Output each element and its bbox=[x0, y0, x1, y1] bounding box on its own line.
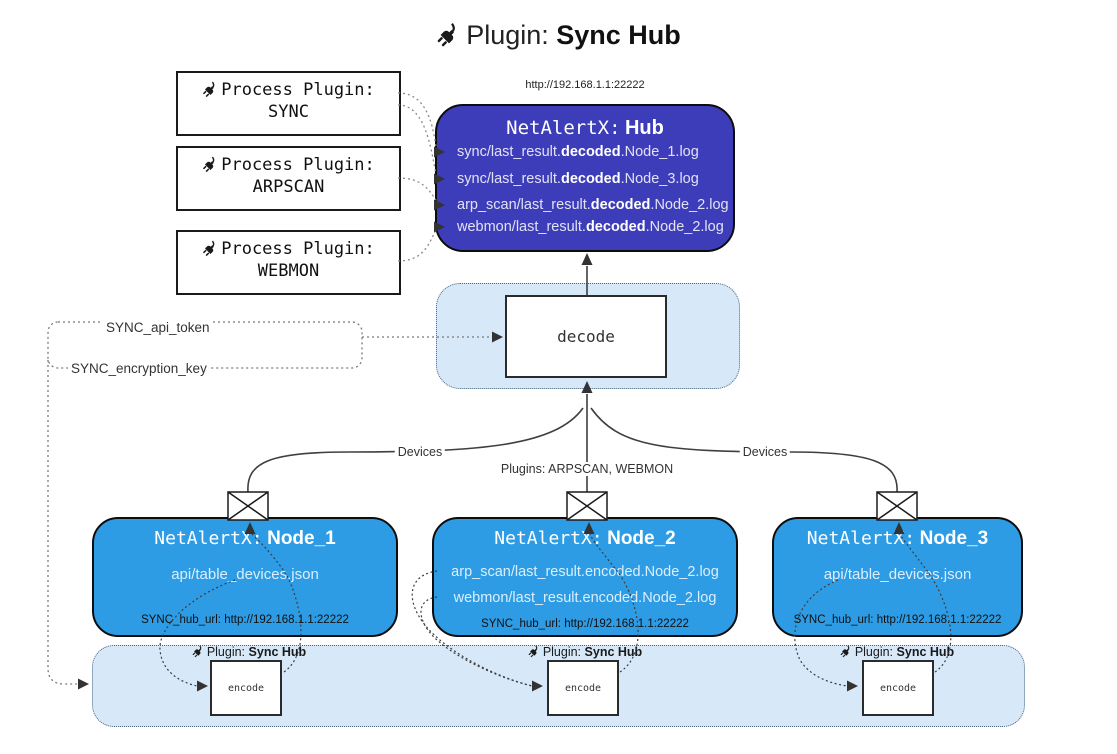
node-hub-url: SYNC_hub_url: http://192.168.1.1:22222 bbox=[141, 614, 349, 626]
process-plugin-label: Process Plugin: bbox=[221, 239, 375, 259]
process-plugin-label: Process Plugin: bbox=[221, 80, 375, 100]
node-3-box: NetAlertX: Node_3 api/table_devices.json… bbox=[772, 517, 1023, 637]
edge-label-devices-left: Devices bbox=[394, 445, 446, 459]
node-file: webmon/last_result.encoded.Node_2.log bbox=[453, 590, 717, 606]
hub-url: http://192.168.1.1:22222 bbox=[525, 79, 645, 91]
envelope-icon bbox=[227, 491, 269, 521]
decode-box: decode bbox=[505, 295, 667, 378]
node-title: NetAlertX: Node_3 bbox=[806, 528, 989, 549]
process-plugin-webmon: Process Plugin: WEBMON bbox=[176, 230, 401, 295]
hub-log-line: sync/last_result.decoded.Node_3.log bbox=[457, 171, 699, 187]
hub-log-line: webmon/last_result.decoded.Node_2.log bbox=[457, 219, 724, 235]
plug-icon bbox=[201, 240, 219, 258]
plug-icon bbox=[435, 22, 462, 50]
plug-icon bbox=[201, 156, 219, 174]
plugin-to-hub-edges bbox=[397, 92, 437, 262]
title-name: Sync Hub bbox=[556, 20, 681, 50]
edge-label-devices-right: Devices bbox=[739, 445, 791, 459]
node-title: NetAlertX: Node_1 bbox=[154, 528, 336, 549]
process-plugin-label: Process Plugin: bbox=[221, 155, 375, 175]
node-file: api/table_devices.json bbox=[171, 566, 319, 583]
plug-icon bbox=[527, 645, 541, 659]
envelope-icon bbox=[876, 491, 918, 521]
process-plugin-arpscan: Process Plugin: ARPSCAN bbox=[176, 146, 401, 211]
title-label: Plugin: bbox=[466, 20, 549, 50]
edge-label-plugins: Plugins: ARPSCAN, WEBMON bbox=[497, 462, 677, 476]
plug-icon bbox=[839, 645, 853, 659]
setting-api-token: SYNC_api_token bbox=[103, 320, 213, 335]
hub-title-prefix: NetAlertX: bbox=[506, 117, 621, 139]
node-title: NetAlertX: Node_2 bbox=[494, 528, 676, 549]
process-plugin-name: WEBMON bbox=[257, 261, 320, 281]
hub-title-name: Hub bbox=[624, 117, 664, 139]
hub-log-line: sync/last_result.decoded.Node_1.log bbox=[457, 144, 699, 160]
encode-box: encode bbox=[862, 660, 934, 716]
plug-icon bbox=[191, 645, 205, 659]
page-title: Plugin: Sync Hub bbox=[0, 20, 1117, 51]
encoder-label: Plugin: Sync Hub bbox=[839, 645, 954, 659]
setting-encryption-key: SYNC_encryption_key bbox=[68, 361, 210, 376]
node-hub-url: SYNC_hub_url: http://192.168.1.1:22222 bbox=[481, 618, 689, 630]
process-plugin-sync: Process Plugin: SYNC bbox=[176, 71, 401, 136]
hub-box: NetAlertX: Hub sync/last_result.decoded.… bbox=[435, 104, 735, 252]
process-plugin-name: SYNC bbox=[268, 102, 309, 122]
node-hub-url: SYNC_hub_url: http://192.168.1.1:22222 bbox=[793, 614, 1002, 626]
encode-box: encode bbox=[547, 660, 619, 716]
encode-box: encode bbox=[210, 660, 282, 716]
envelope-icon bbox=[566, 491, 608, 521]
node-file: arp_scan/last_result.encoded.Node_2.log bbox=[451, 564, 719, 580]
encoder-label: Plugin: Sync Hub bbox=[191, 645, 306, 659]
hub-log-line: arp_scan/last_result.decoded.Node_2.log bbox=[457, 197, 729, 213]
node-1-box: NetAlertX: Node_1 api/table_devices.json… bbox=[92, 517, 398, 637]
node-file: api/table_devices.json bbox=[823, 566, 972, 583]
process-plugin-name: ARPSCAN bbox=[252, 177, 325, 197]
hub-title: NetAlertX: Hub bbox=[437, 117, 733, 140]
encoder-label: Plugin: Sync Hub bbox=[527, 645, 642, 659]
plug-icon bbox=[201, 81, 219, 99]
node-2-box: NetAlertX: Node_2 arp_scan/last_result.e… bbox=[432, 517, 738, 637]
